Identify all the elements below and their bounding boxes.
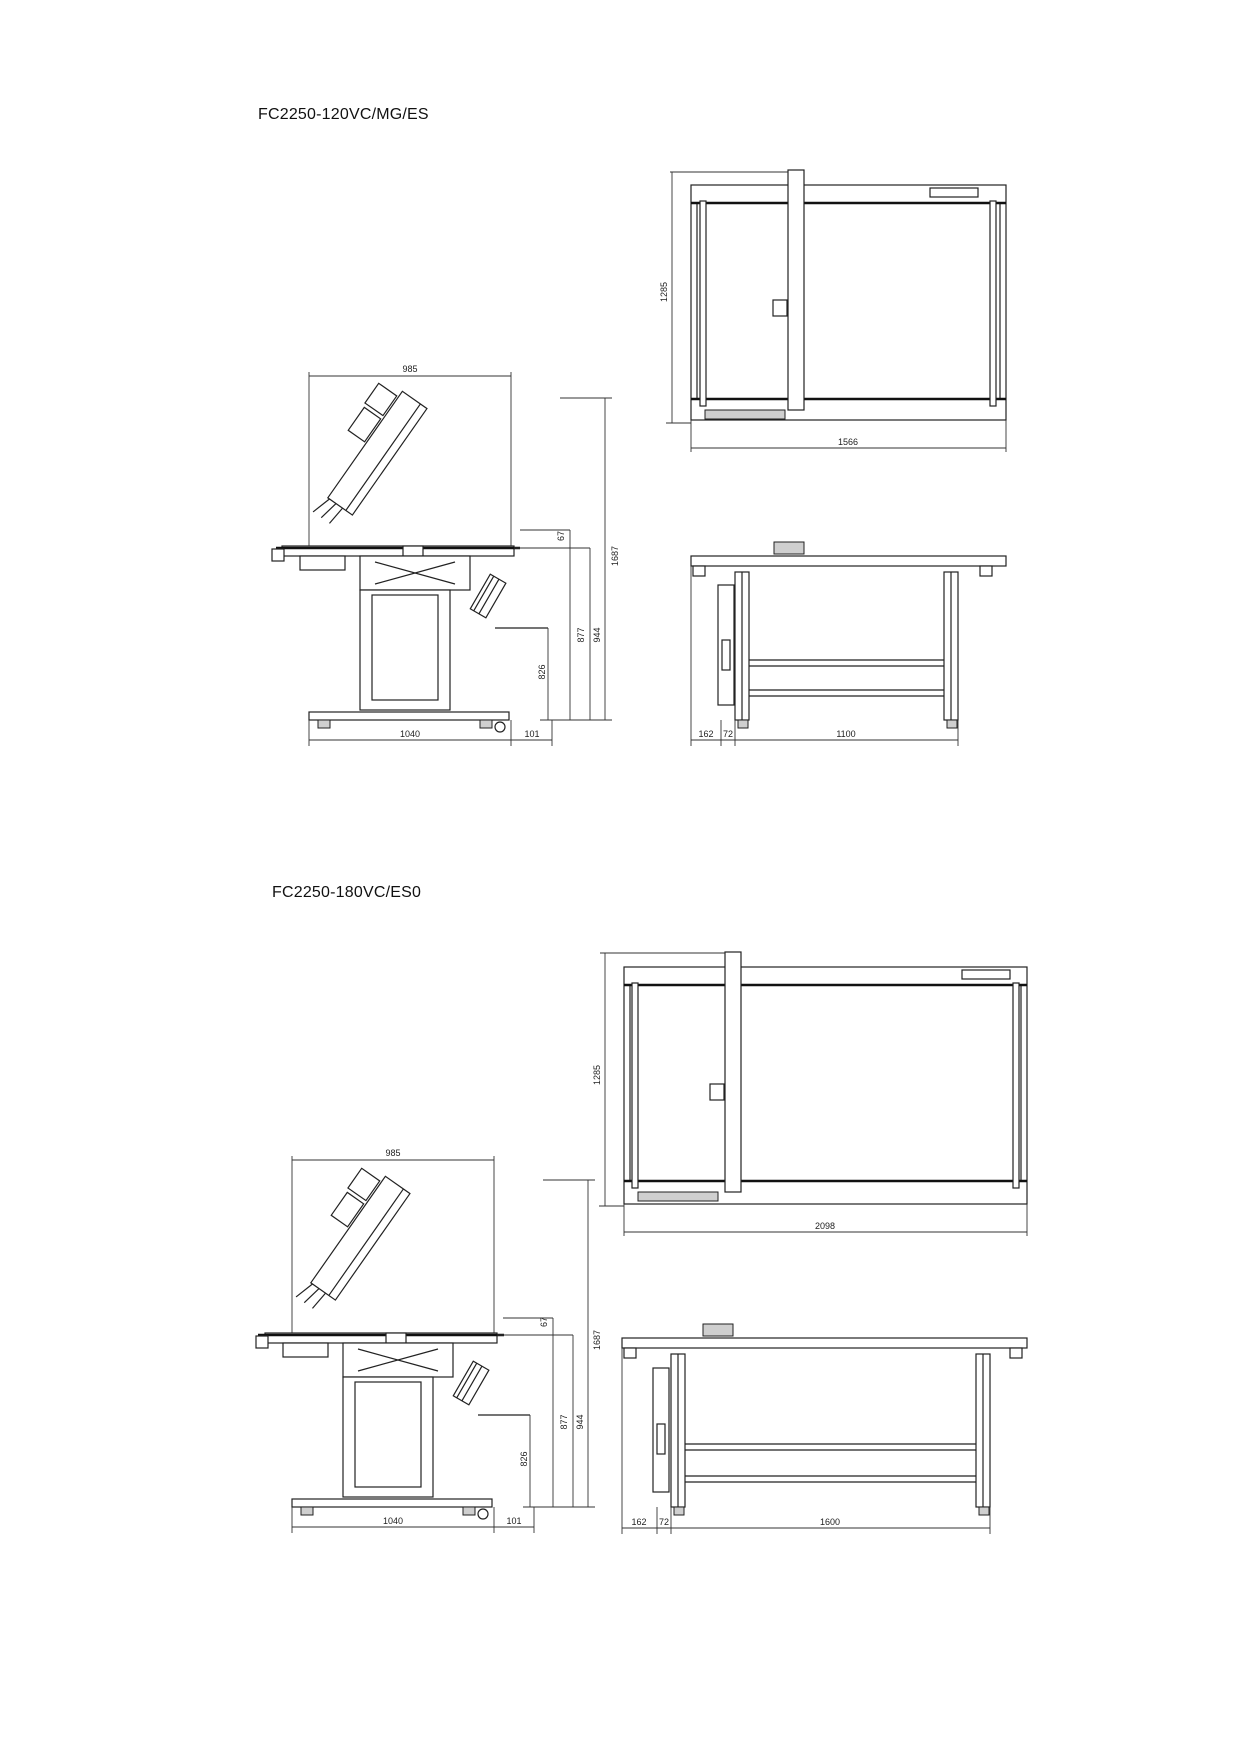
model-title: FC2250-120VC/MG/ES xyxy=(258,106,429,123)
dim-front: 72 xyxy=(723,729,733,739)
dim-depth: 1285 xyxy=(592,1065,602,1085)
front-view: 162 72 1600 xyxy=(621,1323,1028,1534)
side-view: 985 xyxy=(255,1148,602,1533)
dim-height: 67 xyxy=(539,1317,549,1327)
top-view: 1285 2098 xyxy=(592,951,1028,1236)
dim-front: 72 xyxy=(659,1517,669,1527)
front-view: 162 72 1100 xyxy=(690,541,1007,746)
dim-height: 1687 xyxy=(592,1330,602,1350)
dim-depth: 1285 xyxy=(659,282,669,302)
dim-front: 162 xyxy=(698,729,713,739)
top-view: 1285 1566 xyxy=(659,169,1007,452)
dim-width: 1566 xyxy=(838,437,858,447)
dim-front: 1100 xyxy=(836,729,855,739)
dim-base-width: 1040 xyxy=(400,729,420,739)
dim-height: 67 xyxy=(556,531,566,541)
dim-height: 826 xyxy=(537,664,547,679)
model-title: FC2250-180VC/ES0 xyxy=(272,884,422,901)
dim-height: 877 xyxy=(576,627,586,642)
dim-width: 2098 xyxy=(815,1221,835,1231)
dim-front: 1600 xyxy=(820,1517,840,1527)
side-view: 985 xyxy=(271,364,620,746)
dim-height: 1687 xyxy=(610,546,620,566)
dim-front: 162 xyxy=(631,1517,646,1527)
drawing-set-1: 985 xyxy=(271,169,1007,746)
dim-top-width: 985 xyxy=(385,1148,400,1158)
dim-height: 944 xyxy=(575,1414,585,1429)
dim-height: 826 xyxy=(519,1451,529,1466)
dim-offset: 101 xyxy=(524,729,539,739)
dim-height: 877 xyxy=(559,1414,569,1429)
drawing-set-2: 985 xyxy=(255,951,1028,1534)
dim-base-width: 1040 xyxy=(383,1516,403,1526)
dim-top-width: 985 xyxy=(402,364,417,374)
dim-offset: 101 xyxy=(506,1516,521,1526)
dim-height: 944 xyxy=(592,627,602,642)
